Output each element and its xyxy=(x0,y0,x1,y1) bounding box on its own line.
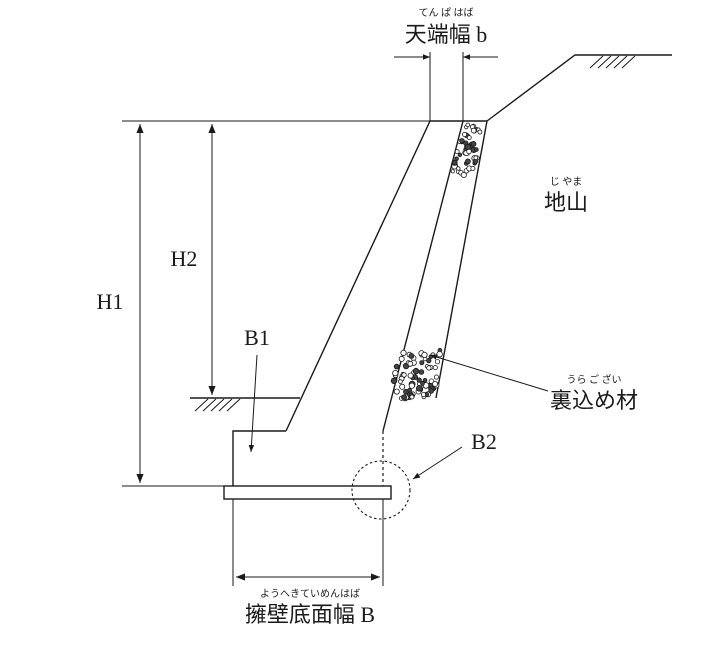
wall-toe xyxy=(232,430,286,486)
b1-leader-arrow xyxy=(248,354,258,453)
gravel-stone xyxy=(454,149,460,155)
gravel-stone xyxy=(428,388,435,394)
h2-label: H2 xyxy=(171,246,198,271)
gravel-stone xyxy=(392,369,399,377)
natural-ground-ruby: じ やま xyxy=(550,176,583,188)
gravel-stone xyxy=(408,352,415,359)
gravel-stone xyxy=(421,351,428,358)
base-width-label: 擁壁底面幅 B xyxy=(245,602,375,627)
crest-width-label: 天端幅 b xyxy=(405,22,488,47)
gravel-stone xyxy=(418,369,425,375)
backfill-gravel-top xyxy=(450,122,483,178)
gravel-stone xyxy=(398,379,403,384)
crest-width-dimension xyxy=(394,52,498,121)
gravel-stone xyxy=(456,166,461,171)
gravel-stone xyxy=(450,169,455,174)
gravel-stone xyxy=(420,380,425,386)
gravel-stone xyxy=(465,122,471,128)
gravel-stone xyxy=(409,394,415,400)
gravel-stone xyxy=(432,365,438,371)
gravel-stone xyxy=(464,143,472,150)
ground-hatch-front xyxy=(194,398,241,412)
wall-front-face xyxy=(285,120,431,432)
base-width-ruby: ようへきていめんはば xyxy=(260,588,360,600)
gravel-stone xyxy=(466,135,472,141)
gravel-stone xyxy=(452,159,458,166)
gravel-stone xyxy=(415,384,423,392)
ground-hatch-top xyxy=(589,55,636,69)
gravel-stone xyxy=(470,140,477,147)
b2-detail-circle xyxy=(351,460,411,520)
backfill-outer-edge xyxy=(435,120,488,399)
gravel-stone xyxy=(477,129,483,135)
b1-label: B1 xyxy=(244,325,270,350)
gravel-stone xyxy=(474,147,479,152)
gravel-stone xyxy=(400,349,407,356)
gravel-stone xyxy=(393,388,400,395)
gravel-stone xyxy=(470,165,476,171)
gravel-stone xyxy=(462,131,468,137)
retaining-wall xyxy=(232,120,488,486)
backfill-leader-arrow xyxy=(429,354,549,392)
gravel-stone xyxy=(422,377,428,383)
gravel-stone xyxy=(466,148,472,155)
gravel-stone xyxy=(457,152,463,157)
gravel-stone xyxy=(459,138,465,144)
gravel-stone xyxy=(393,363,400,370)
h1-dimension xyxy=(122,120,430,487)
gravel-stone xyxy=(460,171,467,178)
base-width-dimension xyxy=(232,499,384,586)
gravel-stone xyxy=(399,383,406,390)
h1-label: H1 xyxy=(97,289,124,314)
front-ground xyxy=(190,397,300,412)
gravel-stone xyxy=(470,127,477,134)
gravel-stone xyxy=(408,382,415,389)
gravel-stone xyxy=(433,374,439,380)
gravel-stone xyxy=(398,355,405,362)
gravel-stone xyxy=(401,394,408,401)
gravel-stone xyxy=(464,158,471,165)
gravel-stone xyxy=(436,351,443,358)
gravel-stone xyxy=(401,372,407,378)
gravel-stone xyxy=(428,382,433,388)
gravel-stone xyxy=(407,372,414,379)
natural-ground-line xyxy=(486,54,672,122)
gravel-stone xyxy=(419,360,425,366)
gravel-stone xyxy=(412,367,420,375)
gravel-stone xyxy=(426,365,432,371)
crest-width-ruby: てん ぱ はば xyxy=(419,7,474,19)
b2-label: B2 xyxy=(471,429,497,454)
gravel-stone xyxy=(420,392,426,398)
gravel-stone xyxy=(473,155,479,161)
gravel-stone xyxy=(407,360,414,367)
natural-ground-label: 地山 xyxy=(544,190,588,215)
gravel-stone xyxy=(434,359,441,365)
gravel-stone xyxy=(416,377,422,383)
backfill-gravel-bottom xyxy=(390,347,443,402)
backfill-ruby: うら ご ざい xyxy=(567,373,622,386)
natural-ground xyxy=(486,54,672,122)
b2-leader-arrow xyxy=(412,446,463,480)
gravel-stone xyxy=(390,377,398,384)
footing-plate xyxy=(223,485,392,500)
backfill-label: 裏込め材 xyxy=(550,388,638,413)
